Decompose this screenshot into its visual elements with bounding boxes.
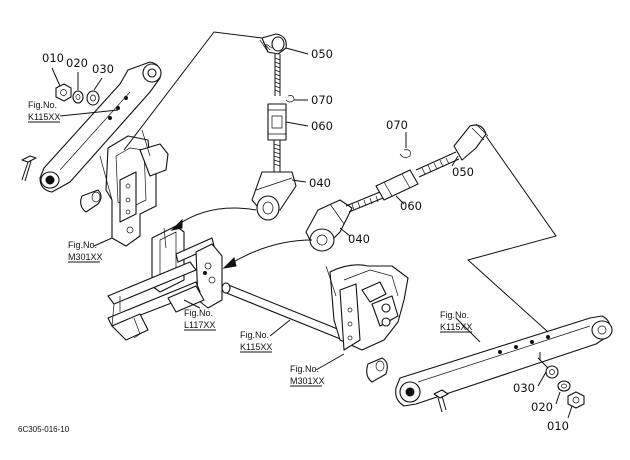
right-bracket: [325, 264, 409, 383]
fig-ref-k115-right-line2: K115XX: [440, 322, 472, 332]
part-number-070-top: 070: [311, 93, 333, 107]
right-lift-rod: [305, 123, 489, 252]
part-number-020-left: 020: [66, 56, 88, 70]
right-pin: [433, 389, 449, 413]
fig-ref-k115-center-line2: K115XX: [240, 342, 272, 352]
part-number-070-right: 070: [386, 118, 408, 132]
part-number-050-right: 050: [452, 165, 474, 179]
right-nut-washers: [537, 352, 585, 419]
fig-ref-k115-left-line1: Fig.No.: [28, 100, 57, 110]
part-number-040-top: 040: [309, 176, 331, 190]
part-number-010-left: 010: [42, 51, 64, 65]
center-frame: [107, 225, 223, 341]
leader-lines: [59, 31, 557, 371]
part-number-060-top: 060: [311, 119, 333, 133]
part-number-050-top: 050: [311, 47, 333, 61]
fig-ref-m301-right-line2: M301XX: [290, 376, 325, 386]
drawing-code: 6C305-016-10: [18, 425, 70, 434]
fig-ref-l117-line2: L117XX: [184, 320, 215, 330]
top-lift-rod: [251, 33, 297, 221]
part-number-030-right: 030: [513, 381, 535, 395]
fig-ref-m301-left-line1: Fig.No.: [68, 240, 97, 250]
left-pin: [21, 155, 102, 213]
fig-ref-m301-left-line2: M301XX: [68, 252, 103, 262]
fig-ref-k115-center-line1: Fig.No.: [240, 330, 269, 340]
part-number-010-right: 010: [547, 419, 569, 433]
left-bracket: [99, 129, 169, 247]
fig-ref-m301-right-line1: Fig.No.: [290, 364, 319, 374]
fig-ref-k115-right-line1: Fig.No.: [440, 310, 469, 320]
left-lift-arm: [39, 61, 162, 193]
fig-ref-k115-left-line2: K115XX: [28, 112, 60, 122]
part-number-020-right: 020: [531, 400, 553, 414]
right-lift-arm: [395, 315, 613, 407]
part-number-060-right: 060: [400, 199, 422, 213]
part-number-040-right: 040: [348, 232, 370, 246]
left-nut-washers: [51, 67, 103, 106]
assembly-arrows: [170, 207, 313, 269]
part-number-030-left: 030: [92, 62, 114, 76]
fig-ref-l117-line1: Fig.No.: [184, 308, 213, 318]
